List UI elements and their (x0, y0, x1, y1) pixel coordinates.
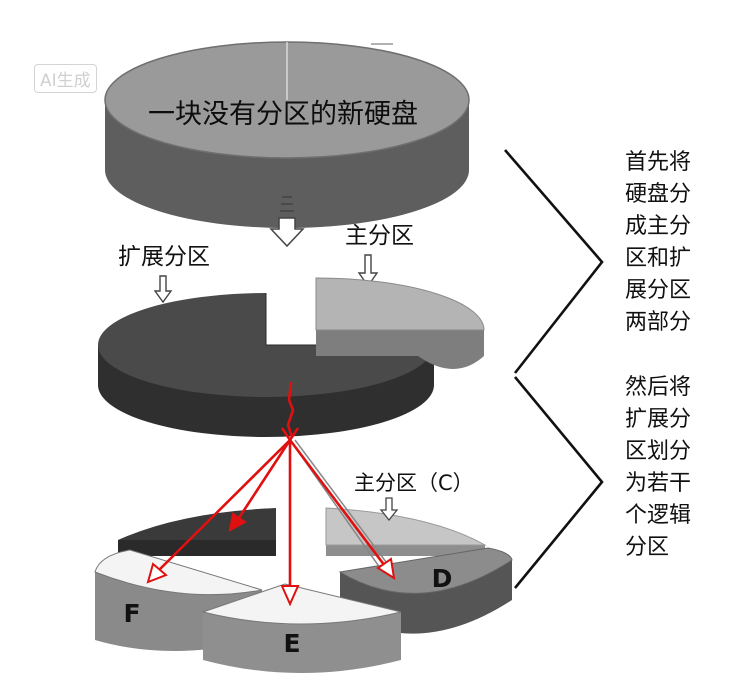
primary-partition-c-label: 主分区（C） (354, 471, 474, 495)
logical-slice-e: E (201, 583, 402, 673)
step2-line: 扩展分 (625, 407, 692, 432)
drive-f-label: F (123, 599, 140, 628)
primary-partition-c-slice (325, 507, 487, 556)
arrow-heads (146, 512, 396, 607)
drive-e-label: E (283, 629, 300, 658)
step2-line: 个逻辑 (625, 503, 692, 528)
arrowhead-back-icon (228, 512, 247, 532)
step1-note: 首先将 硬盘分 成主分 区和扩 展分区 两部分 (625, 147, 705, 339)
primary-top (315, 277, 485, 331)
step1-line: 展分区 (625, 278, 692, 303)
step2-line: 为若干 (625, 471, 692, 496)
arrowhead-f-icon (146, 562, 168, 584)
arrowhead-e-icon (280, 585, 300, 607)
step1-line: 成主分 (625, 214, 692, 239)
primary-c-label-arrow-icon (379, 497, 399, 522)
extended-partition-disk (98, 293, 434, 437)
red-arrow-to-f (154, 439, 291, 575)
unpartitioned-disk: 一块没有分区的新硬盘 (104, 41, 470, 228)
drive-d-label: D (432, 564, 453, 593)
primary-label-arrow-icon (357, 254, 379, 288)
step2-note: 然后将 扩展分 区划分 为若干 个逻辑 分区 (625, 372, 705, 564)
primary-side (316, 330, 484, 369)
brace-step2 (513, 376, 604, 589)
step1-line: 区和扩 (625, 246, 692, 271)
ai-generated-watermark: AI生成 (34, 64, 97, 93)
red-arrows (154, 381, 390, 598)
red-arrow-to-back (233, 439, 292, 525)
step2-line: 分区 (625, 535, 670, 560)
step1-line: 首先将 (625, 150, 692, 175)
red-arrow-to-d (288, 439, 390, 571)
brace-step1 (504, 149, 604, 374)
step1-line: 两部分 (625, 310, 692, 335)
step2-line: 区划分 (625, 439, 692, 464)
extended-label-arrow-icon (153, 275, 173, 304)
split-arrow-icon (269, 196, 305, 248)
red-arrow-stem (286, 381, 295, 438)
step2-line: 然后将 (625, 375, 692, 400)
step1-line: 硬盘分 (625, 182, 692, 207)
extended-partition-label: 扩展分区 (118, 244, 210, 270)
primary-partition-slice (315, 277, 485, 369)
primary-partition-label: 主分区 (345, 223, 414, 249)
new-disk-label: 一块没有分区的新硬盘 (148, 99, 418, 130)
arrowhead-d-icon (376, 557, 396, 581)
